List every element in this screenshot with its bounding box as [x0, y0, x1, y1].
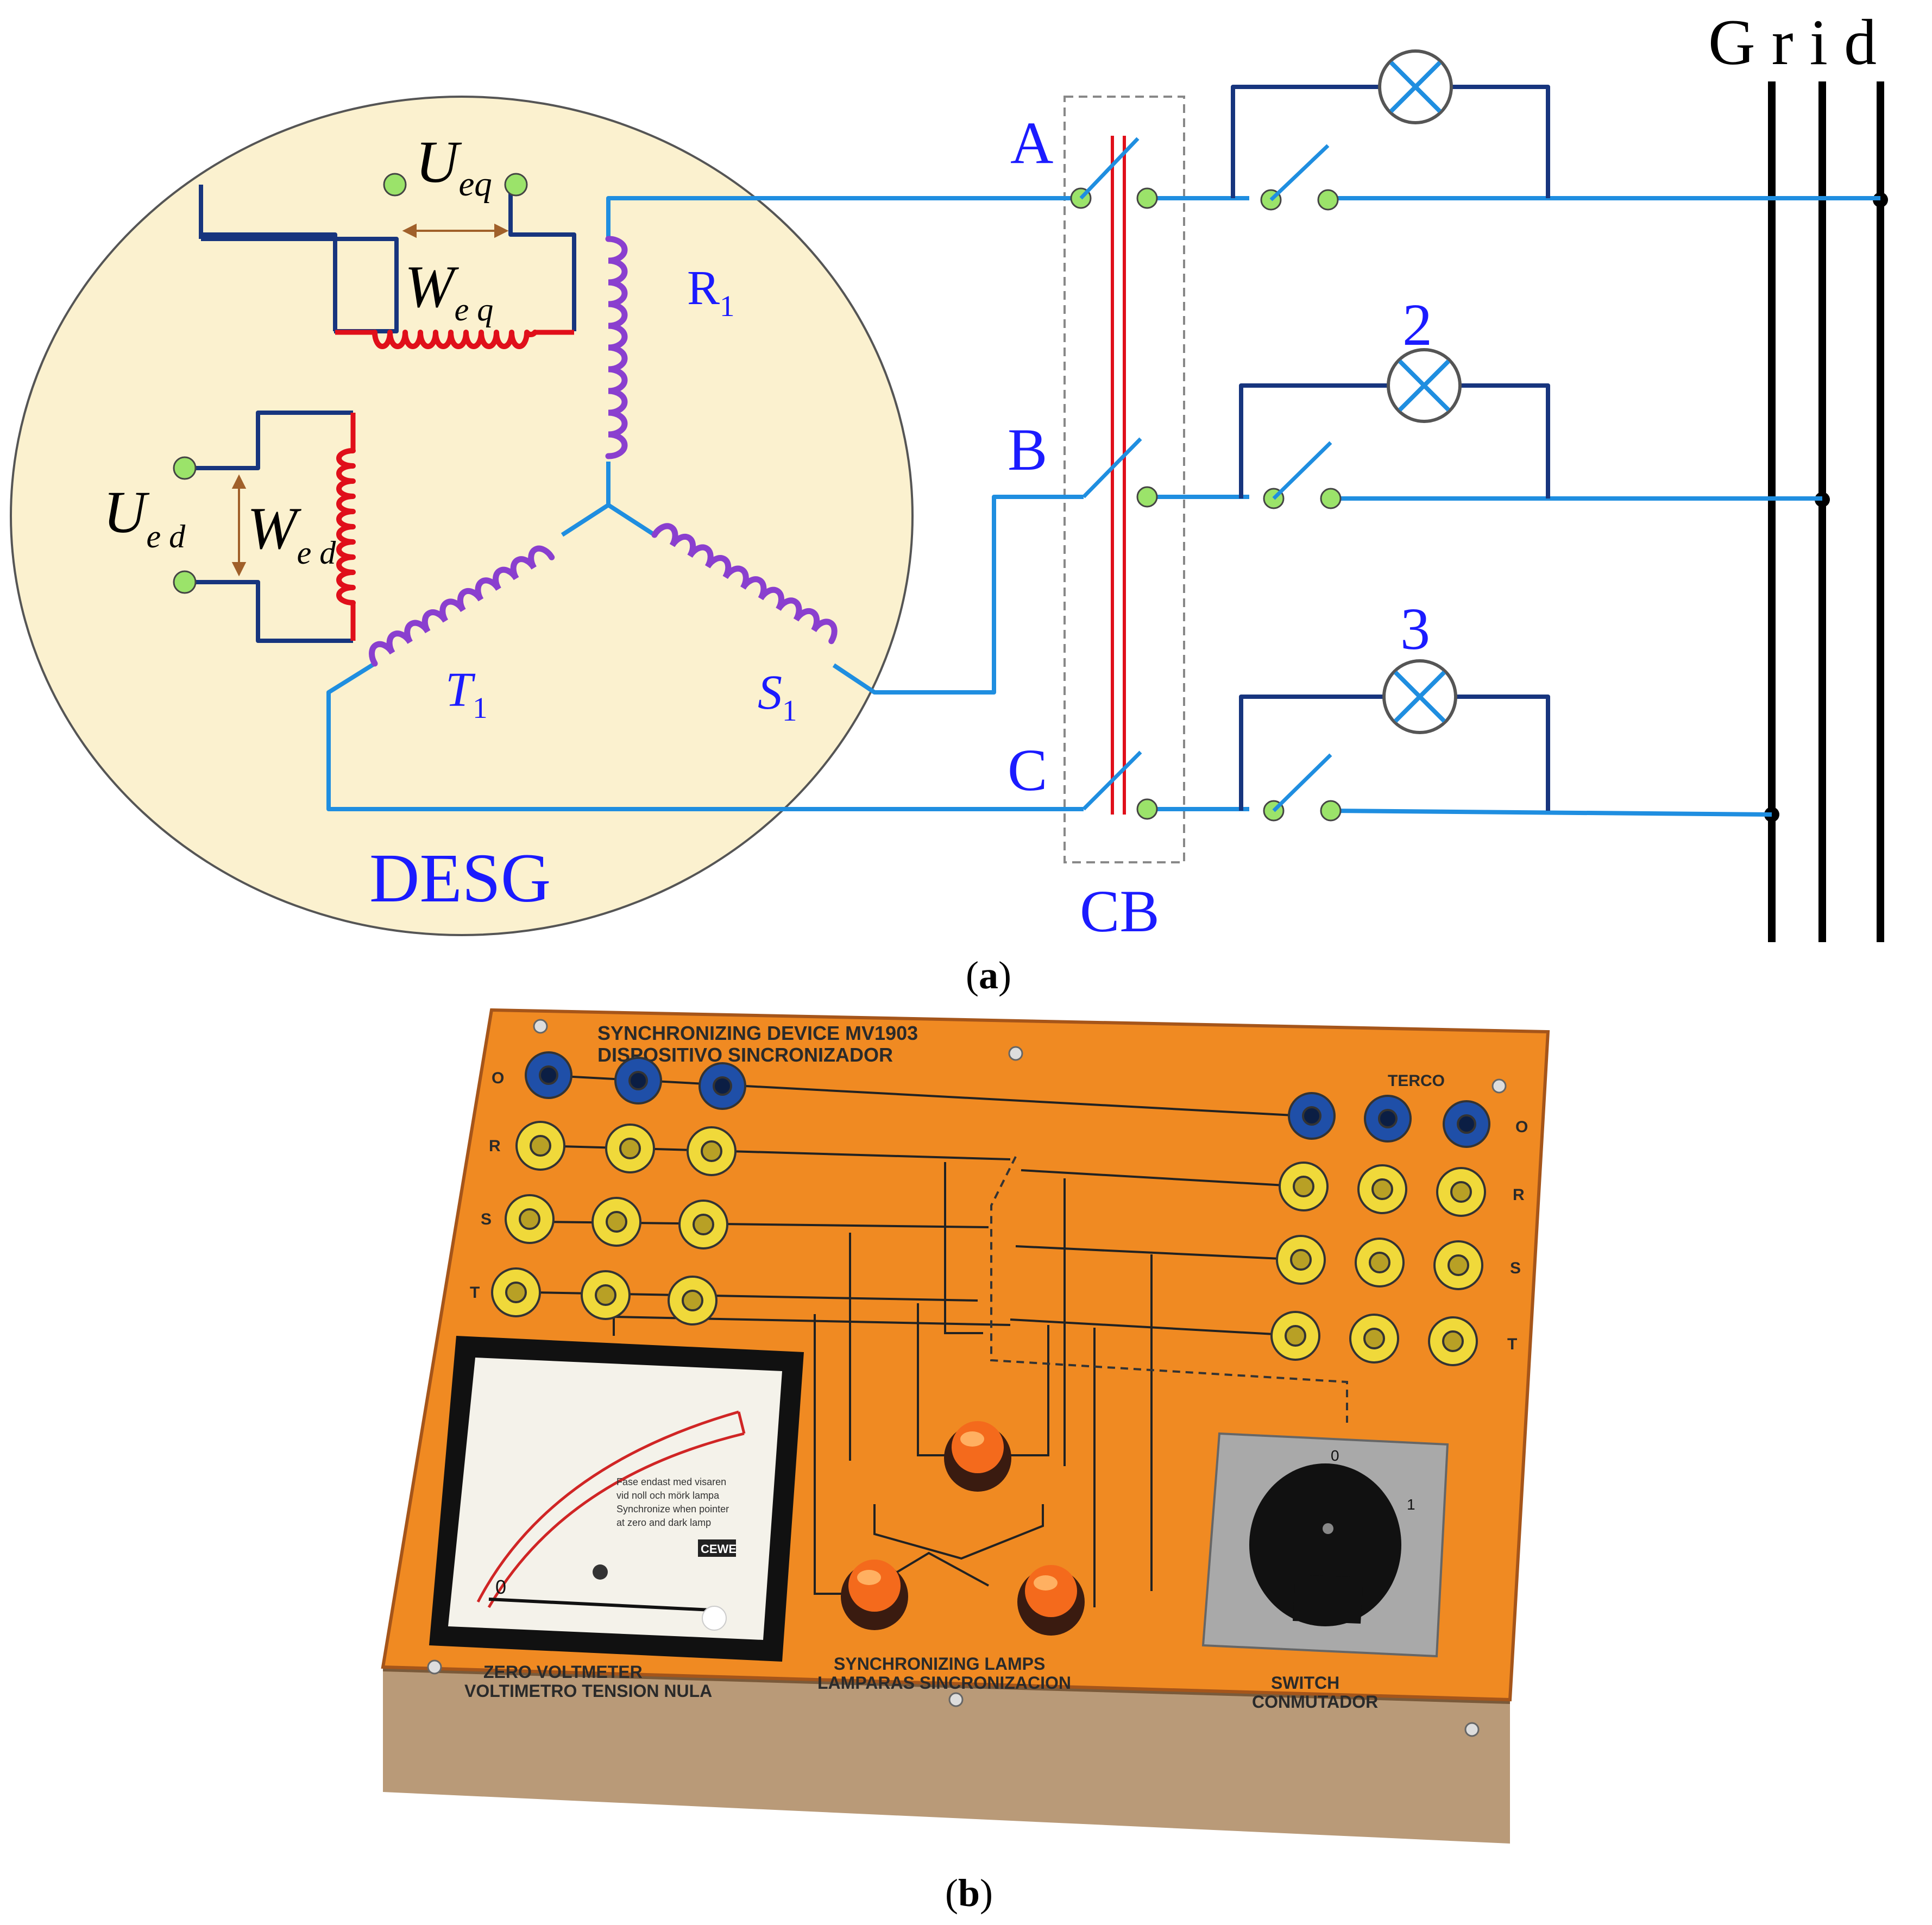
generator-label: DESG [369, 840, 551, 917]
measure-arrows [231, 223, 509, 577]
switch-position-1: 1 [1407, 1496, 1415, 1513]
breaker-contacts [1079, 137, 1142, 811]
row-label-r-right: R [1513, 1186, 1525, 1204]
row-label-r-left: R [489, 1137, 501, 1155]
meter-note-4: at zero and dark lamp [616, 1517, 711, 1528]
caption-a: (a) [966, 954, 1011, 997]
caption-b: (b) [945, 1871, 993, 1915]
row-label-s-left: S [481, 1210, 492, 1228]
switch-position-0: 0 [1331, 1447, 1339, 1464]
lamp-icons [1378, 49, 1462, 734]
lamps-label-1: SYNCHRONIZING LAMPS [834, 1654, 1045, 1674]
coil-r1 [605, 236, 628, 459]
synchronizing-switches [1269, 144, 1332, 812]
lamp-knob-left-icon [841, 1560, 908, 1630]
stator-wiring [326, 196, 1880, 817]
coil-label-s1: S1 [758, 666, 797, 727]
jack-sockets-left [491, 1051, 746, 1326]
lamp-2-icon [1387, 348, 1462, 423]
lamp-3-icon [1382, 659, 1457, 734]
switch-label-1: SWITCH [1271, 1673, 1339, 1693]
label-u-eq: Ueq [416, 129, 492, 204]
meter-scale-zero: 0 [495, 1576, 506, 1598]
phase-label-b: B [1008, 416, 1047, 483]
excitation-windings [185, 185, 576, 643]
lamp-number-3: 3 [1400, 596, 1430, 662]
device-title-1: SYNCHRONIZING DEVICE MV1903 [597, 1022, 918, 1044]
meter-label-1: ZERO VOLTMETER [483, 1662, 643, 1682]
rotary-switch: 0 1 [1201, 1432, 1449, 1658]
coil-label-t1: T1 [445, 663, 488, 724]
synchronizing-lamps [841, 1421, 1085, 1636]
lamp-circuits [1231, 85, 1550, 811]
jack-sockets-right [1270, 1092, 1490, 1366]
row-label-o-left: O [492, 1069, 504, 1087]
synchronizing-device-photo: SYNCHRONIZING DEVICE MV1903 DISPOSITIVO … [381, 1008, 1550, 1915]
meter-note-2: vid noll och mörk lampa [616, 1490, 720, 1501]
coil-s1 [651, 523, 838, 645]
schematic-diagram: DESG CB G r i d A B C 2 3 R1 S1 T1 Ueq W… [10, 6, 1888, 997]
meter-brand: CEWE [701, 1542, 737, 1556]
grid-bus [1768, 81, 1884, 942]
breaker-label: CB [1080, 878, 1160, 944]
terminals [173, 173, 1342, 822]
label-u-ed: Ue d [103, 479, 186, 554]
circuit-breaker-box [1063, 96, 1185, 863]
lamps-label-2: LAMPARAS SINCRONIZACION [817, 1673, 1071, 1693]
phase-label-c: C [1008, 737, 1047, 803]
label-w-eq: We q [405, 254, 493, 327]
device-brand: TERCO [1388, 1072, 1445, 1090]
label-w-ed: We d [247, 495, 336, 571]
phase-label-a: A [1010, 110, 1053, 176]
generator-housing [10, 96, 914, 936]
lamp-knob-top-icon [944, 1421, 1011, 1492]
grid-label: G r i d [1708, 6, 1877, 78]
lamp-1-icon [1378, 49, 1453, 124]
row-label-t-right: T [1507, 1335, 1517, 1353]
device-side [383, 1667, 1510, 1844]
row-label-s-right: S [1510, 1259, 1521, 1277]
meter-note-3: Synchronize when pointer [616, 1504, 729, 1514]
row-label-t-left: T [470, 1284, 480, 1302]
meter-brand-plate [698, 1539, 736, 1557]
lamp-number-2: 2 [1402, 292, 1432, 358]
screws [427, 1019, 1507, 1737]
meter-label-2: VOLTIMETRO TENSION NULA [464, 1681, 712, 1701]
meter-note-1: Fase endast med visaren [616, 1476, 726, 1487]
switch-label-2: CONMUTADOR [1252, 1692, 1378, 1712]
row-label-o-right: O [1515, 1118, 1528, 1136]
panel-wiring-dashed [990, 1156, 1348, 1423]
zero-voltmeter: 0 Fase endast med visaren vid noll och m… [429, 1336, 804, 1662]
lamp-knob-right-icon [1017, 1565, 1085, 1636]
coil-label-r1: R1 [687, 261, 735, 323]
